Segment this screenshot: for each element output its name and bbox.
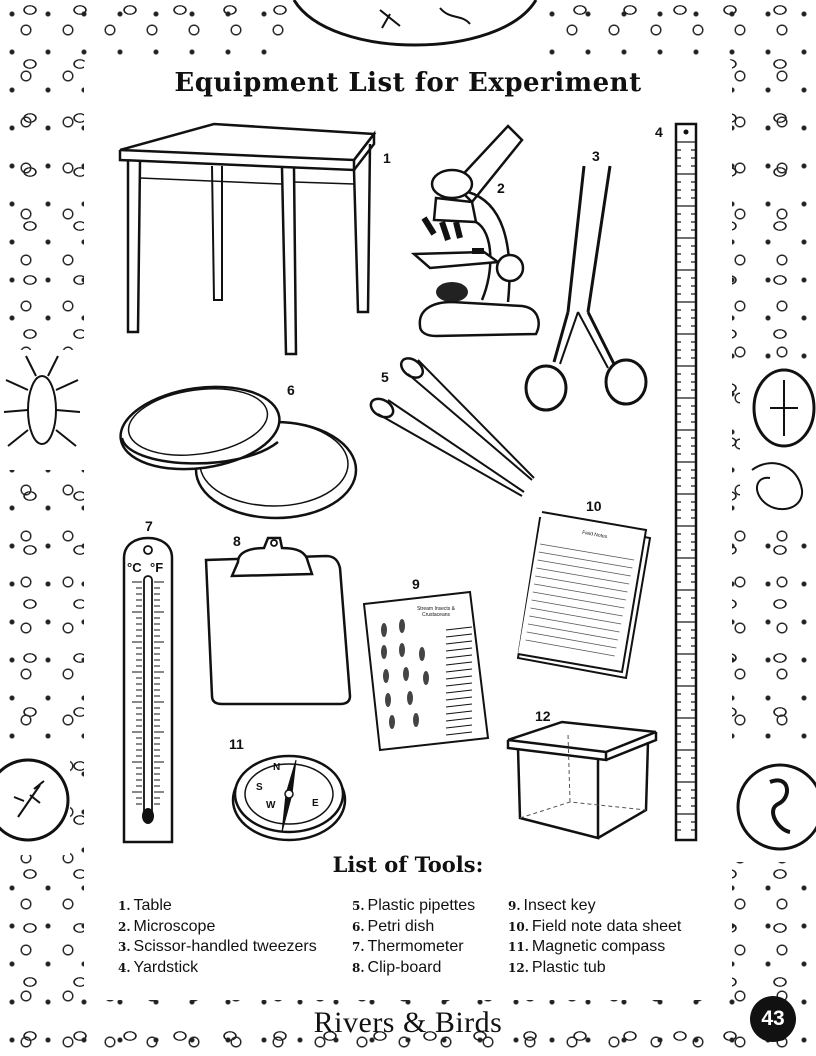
celsius-label: °C	[127, 560, 142, 575]
tweezers-illustration	[520, 162, 655, 414]
item-number-9: 9	[412, 576, 420, 592]
tool-item: 8.Clip-board	[352, 958, 442, 976]
tools-column-1: 1.Table 2.Microscope 3.Scissor-handled t…	[118, 896, 317, 978]
tool-item: 5.Plastic pipettes	[352, 897, 476, 914]
insect-key-heading: Stream Insects & Crustaceans	[416, 606, 456, 618]
tool-item: 11.Magnetic compass	[508, 938, 666, 955]
tool-item: 1.Table	[118, 897, 172, 914]
tool-item: 7.Thermometer	[352, 938, 464, 955]
tool-item: 4.Yardstick	[118, 958, 199, 976]
compass-s-label: S	[256, 782, 263, 793]
tool-item: 10.Field note data sheet	[508, 917, 682, 935]
pipettes-illustration	[368, 352, 540, 498]
item-number-11: 11	[229, 736, 244, 752]
yardstick-illustration	[674, 122, 698, 842]
tool-item: 2.Microscope	[118, 917, 216, 935]
stonefly-larva-icon	[0, 350, 84, 470]
brand-footer: Rivers & Birds	[313, 1006, 503, 1039]
compass-with-shell-icon	[740, 360, 816, 520]
field-note-sheet-illustration: Field Notes	[516, 508, 654, 680]
item-number-10: 10	[586, 498, 602, 514]
compass-illustration: N S E W	[230, 750, 348, 842]
item-number-5: 5	[381, 369, 389, 385]
insect-key-illustration: Stream Insects & Crustaceans	[362, 590, 490, 752]
page-number-badge: 43	[750, 996, 796, 1042]
microscope-illustration	[410, 122, 547, 342]
magnifier-with-insect-icon	[0, 745, 70, 855]
compass-n-label: N	[273, 762, 281, 773]
table-illustration	[118, 122, 380, 358]
item-number-4: 4	[655, 124, 663, 140]
thermometer-illustration: °C °F	[122, 536, 174, 846]
magnifier-with-worm-icon	[732, 752, 816, 862]
petri-dish-illustration	[118, 382, 360, 524]
item-number-3: 3	[592, 148, 600, 164]
tool-item: 9.Insect key	[508, 897, 596, 914]
tools-heading: List of Tools:	[332, 852, 484, 877]
tools-column-3: 9.Insect key 10.Field note data sheet 11…	[508, 896, 681, 978]
compass-w-label: W	[266, 800, 276, 811]
item-number-1: 1	[383, 150, 391, 166]
tool-item: 3.Scissor-handled tweezers	[118, 938, 317, 955]
clipboard-illustration	[202, 534, 354, 706]
item-number-6: 6	[287, 382, 295, 398]
tool-item: 12.Plastic tub	[508, 958, 606, 976]
item-number-2: 2	[497, 180, 505, 196]
fahrenheit-label: °F	[150, 560, 164, 575]
plastic-tub-illustration	[506, 718, 660, 842]
item-number-8: 8	[233, 533, 241, 549]
tool-item: 6.Petri dish	[352, 917, 435, 935]
item-number-7: 7	[145, 518, 153, 534]
tools-column-2: 5.Plastic pipettes 6.Petri dish 7.Thermo…	[352, 896, 475, 978]
item-number-12: 12	[535, 708, 551, 724]
compass-e-label: E	[312, 798, 319, 809]
page-title: Equipment List for Experiment	[174, 68, 642, 98]
top-magnifier-icon	[290, 0, 540, 56]
